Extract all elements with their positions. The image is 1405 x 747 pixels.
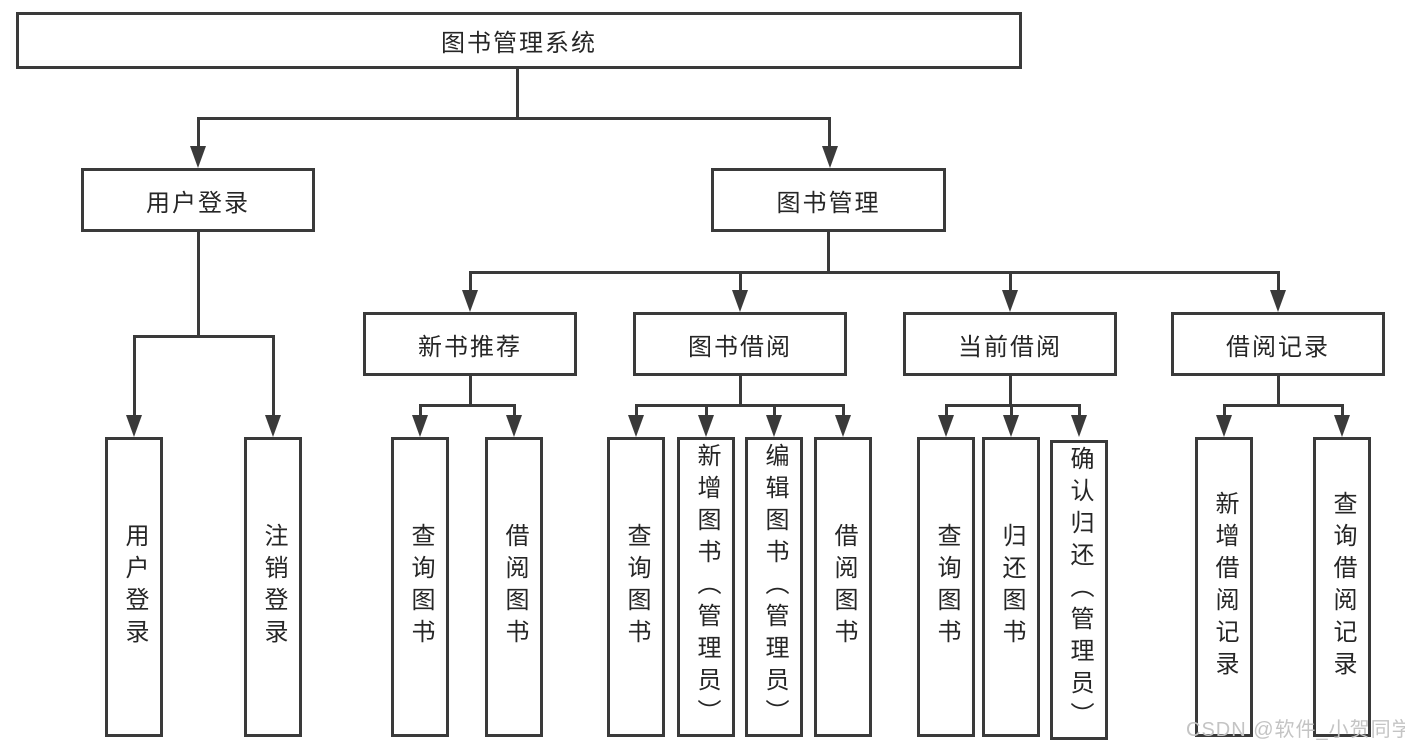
arrow-icon	[1003, 415, 1019, 437]
edge-newbook-stem	[469, 376, 472, 407]
leaf-borrow-query: 查询图书	[607, 437, 665, 737]
node-new-book-recommend: 新书推荐	[363, 312, 577, 376]
edge-to-book-management	[828, 117, 831, 149]
arrow-icon	[1071, 415, 1087, 437]
arrow-icon	[412, 415, 428, 437]
edge-bookborrow-stem	[739, 376, 742, 407]
arrow-icon	[126, 415, 142, 437]
edge-to-current-query	[945, 404, 948, 417]
watermark: CSDN @软件_小贺同学	[1186, 719, 1405, 741]
leaf-current-query: 查询图书	[917, 437, 975, 737]
leaf-newbook-borrow: 借阅图书	[485, 437, 543, 737]
leaf-borrow-borrow: 借阅图书	[814, 437, 872, 737]
arrow-icon	[1002, 290, 1018, 312]
edge-newbook-rail	[419, 404, 516, 407]
node-borrow-records: 借阅记录	[1171, 312, 1385, 376]
edge-to-borrow-borrow	[842, 404, 845, 417]
edge-to-current-borrow	[1009, 271, 1012, 293]
node-current-borrow: 当前借阅	[903, 312, 1117, 376]
edge-to-book-borrow	[739, 271, 742, 293]
edge-to-newbook-query	[419, 404, 422, 417]
edge-book-mgmt-stem	[827, 232, 830, 274]
edge-to-records-add	[1223, 404, 1226, 417]
node-root: 图书管理系统	[16, 12, 1022, 69]
arrow-icon	[1216, 415, 1232, 437]
arrow-icon	[1334, 415, 1350, 437]
leaf-records-query: 查询借阅记录	[1313, 437, 1371, 737]
leaf-borrow-edit-admin: 编辑图书（管理员）	[745, 437, 803, 737]
leaf-newbook-query: 查询图书	[391, 437, 449, 737]
arrow-icon	[265, 415, 281, 437]
arrow-icon	[628, 415, 644, 437]
edge-user-login-stem	[197, 232, 200, 338]
arrow-icon	[190, 146, 206, 168]
leaf-logout: 注销登录	[244, 437, 302, 737]
node-user-login: 用户登录	[81, 168, 315, 232]
leaf-user-login: 用户登录	[105, 437, 163, 737]
edge-to-current-return	[1010, 404, 1013, 417]
edge-to-borrow-add	[705, 404, 708, 417]
node-book-borrow: 图书借阅	[633, 312, 847, 376]
edge-book-mgmt-rail	[469, 271, 1280, 274]
edge-to-current-confirm	[1078, 404, 1081, 417]
leaf-current-confirm-admin: 确认归还（管理员）	[1050, 440, 1108, 740]
edge-to-borrow-query	[635, 404, 638, 417]
edge-records-rail	[1223, 404, 1343, 407]
edge-root-rail	[197, 117, 831, 120]
edge-user-login-rail	[133, 335, 275, 338]
leaf-borrow-add-admin: 新增图书（管理员）	[677, 437, 735, 737]
arrow-icon	[766, 415, 782, 437]
edge-current-stem	[1009, 376, 1012, 407]
edge-records-stem	[1277, 376, 1280, 407]
arrow-icon	[1270, 290, 1286, 312]
arrow-icon	[462, 290, 478, 312]
arrow-icon	[506, 415, 522, 437]
node-book-management: 图书管理	[711, 168, 946, 232]
edge-to-newbook-borrow	[513, 404, 516, 417]
arrow-icon	[698, 415, 714, 437]
edge-root-stem	[516, 69, 519, 117]
edge-to-borrow-edit	[773, 404, 776, 417]
leaf-current-return: 归还图书	[982, 437, 1040, 737]
leaf-records-add: 新增借阅记录	[1195, 437, 1253, 737]
edge-to-leaf-login	[133, 335, 136, 417]
edge-bookborrow-rail	[635, 404, 844, 407]
arrow-icon	[938, 415, 954, 437]
edge-to-new-book	[469, 271, 472, 293]
edge-to-user-login	[197, 117, 200, 149]
arrow-icon	[822, 146, 838, 168]
edge-to-borrow-records	[1277, 271, 1280, 293]
arrow-icon	[732, 290, 748, 312]
edge-to-records-query	[1341, 404, 1344, 417]
arrow-icon	[835, 415, 851, 437]
edge-to-leaf-logout	[272, 335, 275, 417]
